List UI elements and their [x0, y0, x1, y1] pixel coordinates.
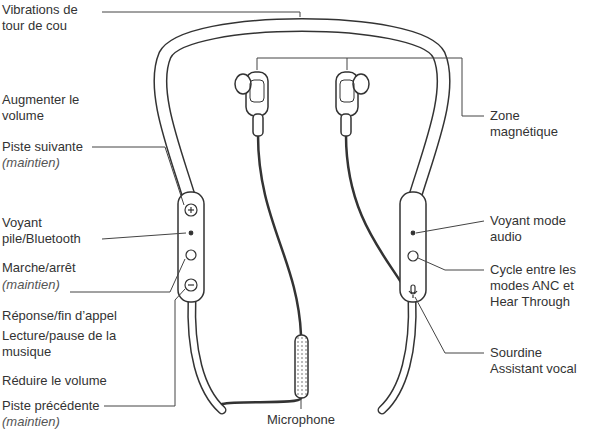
- hold-note: (maintien): [2, 277, 122, 293]
- part-label: Zone magnétique: [490, 108, 590, 140]
- part-label: Vibrations de tour de cou: [2, 2, 102, 34]
- part-label: Lecture/pause de la musique: [2, 328, 127, 360]
- part-label: Voyant mode audio: [490, 213, 590, 245]
- part-label: Sourdine Assistant vocal: [490, 345, 595, 377]
- part-label: Marche/arrêt: [2, 260, 122, 276]
- part-label: Augmenter le volume: [2, 92, 102, 124]
- hold-note: (maintien): [2, 414, 122, 430]
- part-label: Réponse/fin d’appel: [2, 308, 162, 324]
- part-label: Voyant pile/Bluetooth: [2, 215, 102, 247]
- part-label: Piste précédente: [2, 398, 142, 414]
- part-label: Piste suivante: [2, 139, 122, 155]
- part-label: Cycle entre les modes ANC et Hear Throug…: [490, 262, 602, 310]
- part-label: Microphone: [256, 412, 346, 428]
- hold-note: (maintien): [2, 155, 122, 171]
- part-label: Réduire le volume: [2, 373, 142, 389]
